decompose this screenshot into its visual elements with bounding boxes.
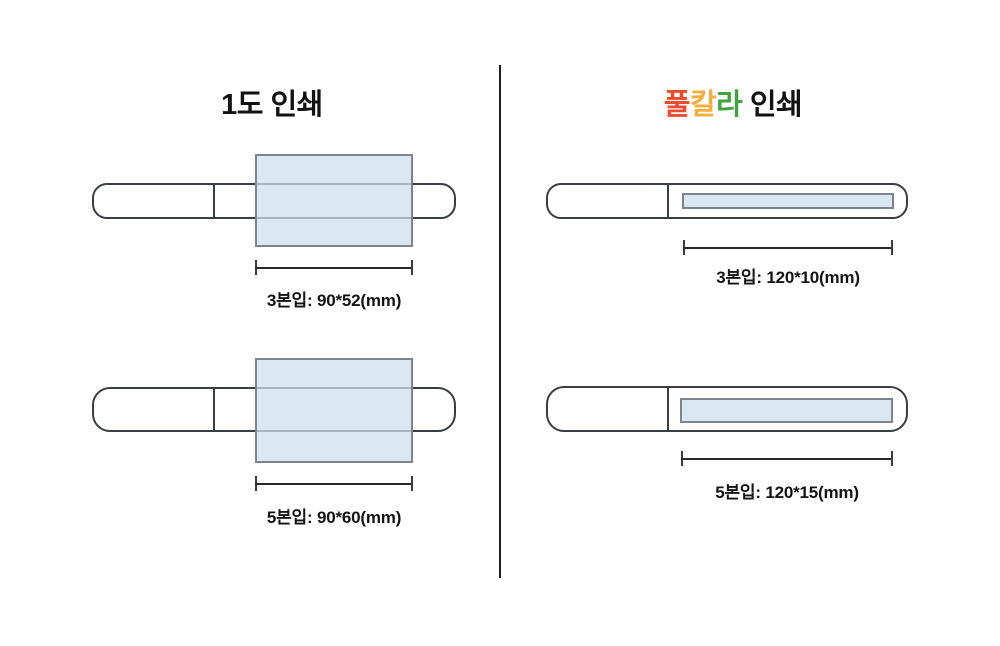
dimension-line <box>255 267 413 269</box>
dimension-line <box>683 247 893 249</box>
print-area-right-3pack <box>682 193 894 209</box>
dimension-line-right-3pack <box>683 240 893 255</box>
dimension-tick <box>891 240 893 255</box>
dimension-label-left-3pack: 3본입: 90*52(mm) <box>266 291 402 310</box>
title-part-print: 인쇄 <box>742 89 803 121</box>
dimension-label-left-5pack: 5본입: 90*60(mm) <box>266 508 402 527</box>
dimension-line <box>255 483 413 485</box>
dimension-line-left-3pack <box>255 260 413 275</box>
dimension-label-right-5pack: 5본입: 120*15(mm) <box>715 483 859 502</box>
dimension-line-right-5pack <box>681 451 893 466</box>
print-area-right-5pack <box>680 398 893 423</box>
dimension-tick <box>411 260 413 275</box>
left-section-title: 1도 인쇄 <box>221 89 323 121</box>
pen-cap-divider <box>667 185 669 217</box>
dimension-line-left-5pack <box>255 476 413 491</box>
dimension-line <box>681 458 893 460</box>
print-area-left-3pack <box>255 154 413 247</box>
pen-cap-divider <box>213 389 215 430</box>
title-part-full: 풀 <box>663 89 691 121</box>
print-area-left-5pack <box>255 358 413 463</box>
title-part-ra: 라 <box>716 89 743 121</box>
pen-cap-divider <box>667 388 669 430</box>
right-section-title: 풀칼라 인쇄 <box>603 81 863 123</box>
dimension-tick <box>411 476 413 491</box>
pen-cap-divider <box>213 185 215 217</box>
title-part-color: 칼 <box>689 89 717 121</box>
section-divider-line <box>499 65 501 578</box>
dimension-label-right-3pack: 3본입: 120*10(mm) <box>716 268 860 287</box>
dimension-tick <box>891 451 893 466</box>
